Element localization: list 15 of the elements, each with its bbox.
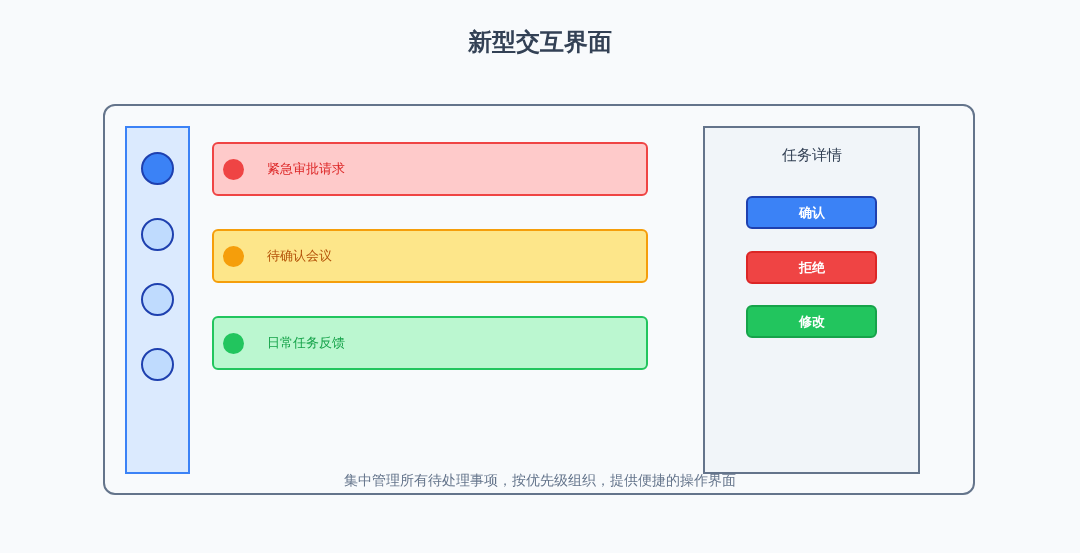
title: 新型交互界面 [467, 27, 613, 58]
detail-panel [703, 126, 920, 474]
message-title: 日常任务反馈 [267, 334, 345, 353]
message-card [212, 229, 648, 283]
panel-heading: 任务详情 [780, 145, 843, 166]
action-button: 修改 [746, 305, 877, 338]
window-frame [103, 104, 975, 495]
caption: 集中管理所有待处理事项，按优先级组织，提供便捷的操作界面 [343, 471, 737, 490]
sidebar [125, 126, 190, 474]
message-card [212, 316, 648, 370]
message-card [212, 142, 648, 196]
action-button: 拒绝 [746, 251, 877, 284]
message-title: 待确认会议 [267, 247, 332, 266]
message-title: 紧急审批请求 [267, 160, 345, 179]
action-button: 确认 [746, 196, 877, 229]
